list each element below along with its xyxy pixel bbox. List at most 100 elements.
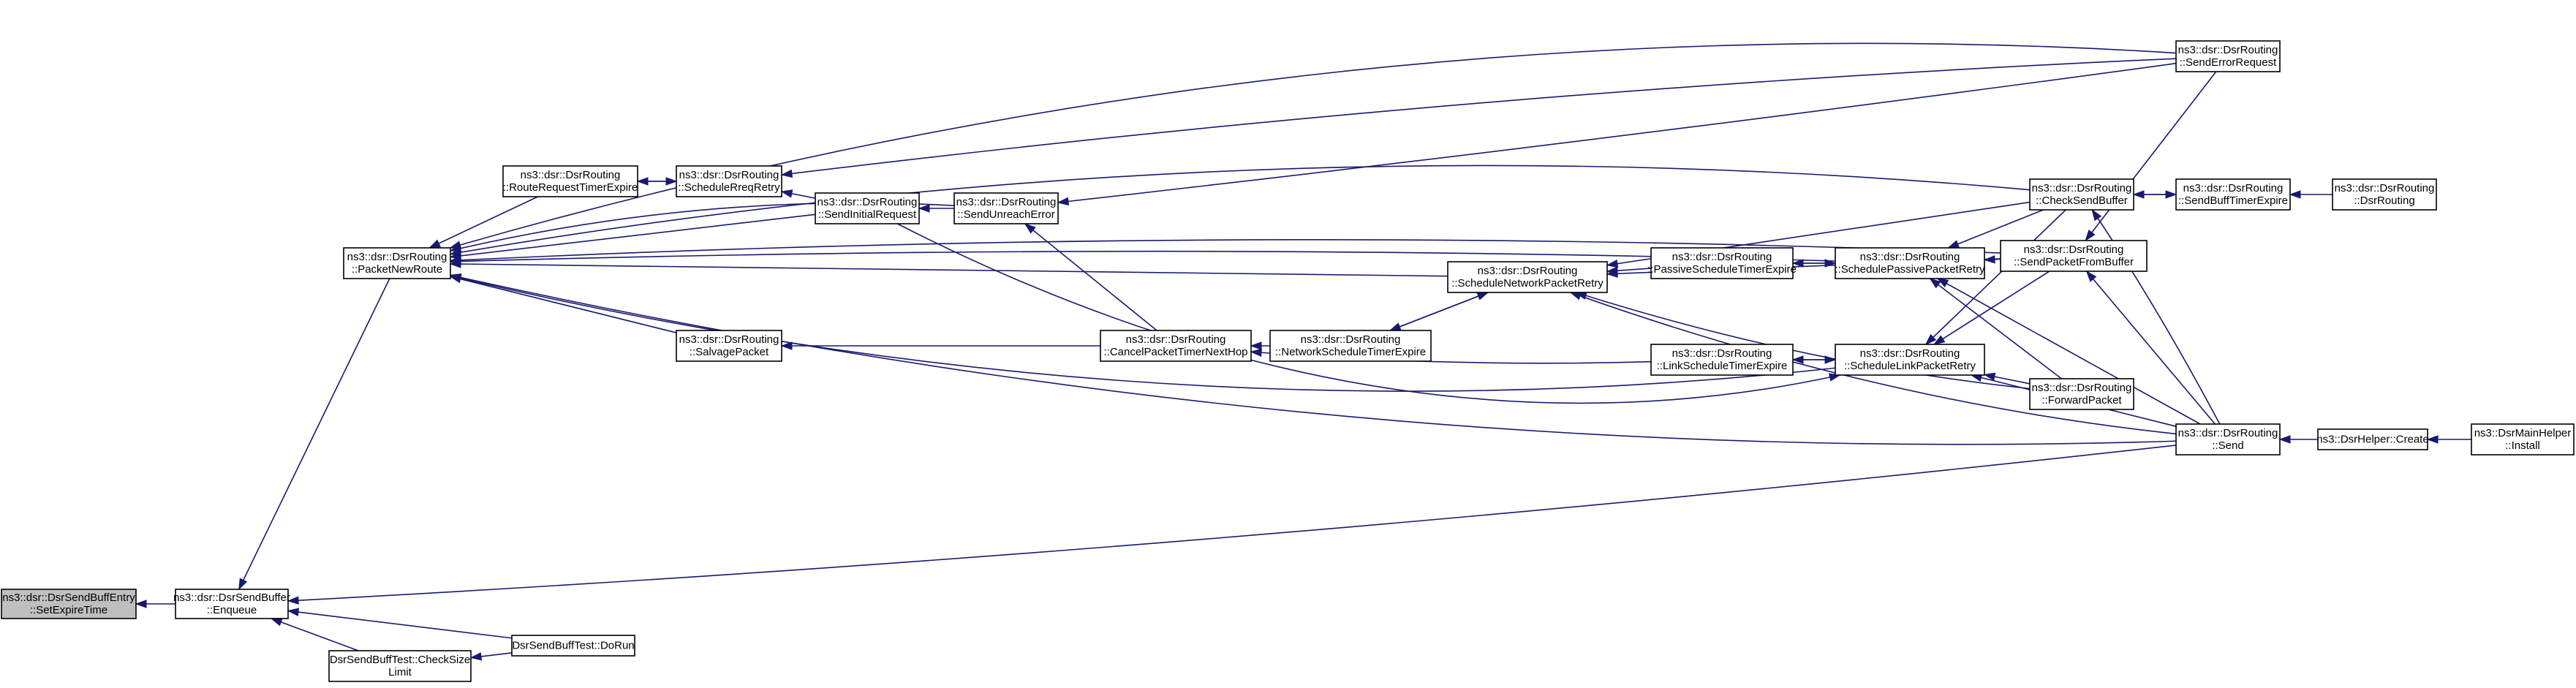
graph-node-sendbufftimer[interactable]: ns3::dsr::DsrRouting::SendBuffTimerExpir… [2175, 178, 2291, 211]
graph-node-schedulenetworkretry[interactable]: ns3::dsr::DsrRouting::ScheduleNetworkPac… [1447, 261, 1608, 293]
node-box[interactable] [1650, 247, 1794, 279]
node-box[interactable] [2175, 423, 2281, 455]
edge-line [450, 213, 816, 258]
graph-node-dsrrouting[interactable]: ns3::dsr::DsrRouting::DsrRouting [2332, 178, 2437, 211]
edge-line [287, 610, 513, 639]
graph-node-networkschedule[interactable]: ns3::dsr::DsrRouting::NetworkScheduleTim… [1269, 330, 1432, 362]
node-label: ns3::dsr::DsrRouting [2032, 182, 2132, 194]
node-label: ::NetworkScheduleTimerExpire [1275, 346, 1426, 358]
node-box[interactable] [2332, 178, 2437, 211]
call-edge-routerequesttimer-to-packetnewroute [428, 196, 538, 249]
graph-node-forwardpacket[interactable]: ns3::dsr::DsrRouting::ForwardPacket [2029, 378, 2134, 410]
graph-node-routerequesttimer[interactable]: ns3::dsr::DsrRouting::RouteRequestTimerE… [502, 165, 638, 197]
graph-node-passiveschedule[interactable]: ns3::dsr::DsrRouting::PassiveScheduleTim… [1647, 247, 1797, 279]
node-label: ns3::dsr::DsrRouting [2335, 182, 2435, 194]
node-label: ns3::dsr::DsrRouting [2024, 243, 2124, 256]
arrowhead-icon [1024, 223, 1036, 234]
graph-node-cancelpackettimer[interactable]: ns3::dsr::DsrRouting::CancelPacketTimerN… [1100, 330, 1252, 362]
arrowhead-icon [780, 169, 793, 178]
node-box[interactable] [1835, 344, 1985, 376]
arrowhead-icon [780, 341, 793, 350]
node-box[interactable] [676, 330, 782, 362]
graph-node-sendinitialrequest[interactable]: ns3::dsr::DsrRouting::SendInitialRequest [815, 192, 920, 224]
arrowhead-icon [135, 600, 147, 608]
edge-line [450, 239, 2001, 262]
arrowhead-icon [1947, 240, 1960, 249]
graph-node-sendunreacherror[interactable]: ns3::dsr::DsrRouting::SendUnreachError [953, 192, 1059, 224]
call-edge-sendpacketfrombuffer-to-schedulelink [1933, 271, 2050, 345]
call-edge-helpercreate-to-send [2278, 435, 2318, 444]
node-box[interactable] [2317, 428, 2428, 450]
call-edge-dorun-to-checksize [469, 652, 513, 661]
node-box[interactable] [953, 192, 1059, 224]
node-box[interactable] [175, 589, 289, 619]
call-edge-checksize-to-enqueue [270, 618, 359, 651]
arrowhead-icon [1983, 255, 1995, 264]
node-box[interactable] [815, 192, 920, 224]
root-node-box[interactable] [1, 589, 137, 619]
node-box[interactable] [2029, 378, 2134, 410]
node-label: ns3::dsr::DsrRouting [2032, 382, 2132, 394]
graph-node-setexpire[interactable]: ns3::dsr::DsrSendBuffEntry::SetExpireTim… [1, 589, 137, 619]
node-box[interactable] [2000, 240, 2148, 272]
node-label: ns3::DsrHelper::Create [2316, 434, 2428, 446]
node-label: ::SendInitialRequest [818, 208, 917, 221]
node-label: ns3::dsr::DsrRouting [1126, 333, 1226, 346]
graph-node-enqueue[interactable]: ns3::dsr::DsrSendBuffer::Enqueue [173, 589, 290, 619]
call-edge-networkschedule-to-cancelpackettimer [1250, 341, 1270, 350]
graph-node-checksendbuffer[interactable]: ns3::dsr::DsrRouting::CheckSendBuffer [2029, 178, 2134, 211]
node-box[interactable] [328, 650, 472, 682]
call-edge-senderrorrequest-to-sendpacketfrombuffer [2085, 71, 2217, 242]
graph-node-packetnewroute[interactable]: ns3::dsr::DsrRouting::PacketNewRoute [343, 247, 451, 279]
node-box[interactable] [343, 247, 451, 279]
call-edge-schedulenetworkretry-to-packetnewroute [449, 260, 1448, 277]
graph-node-senderrorrequest[interactable]: ns3::dsr::DsrRouting::SendErrorRequest [2175, 40, 2281, 72]
node-box[interactable] [2175, 178, 2291, 211]
graph-node-dorun[interactable]: DsrSendBuffTest::DoRun [511, 635, 635, 657]
graph-node-salvagepacket[interactable]: ns3::dsr::DsrRouting::SalvagePacket [676, 330, 782, 362]
arrowhead-icon [1925, 333, 1937, 346]
node-box[interactable] [1269, 330, 1432, 362]
call-edge-dsrrouting-to-sendbufftimer [2289, 190, 2333, 199]
arrowhead-icon [287, 608, 300, 616]
arrowhead-icon [1606, 259, 1619, 268]
node-box[interactable] [1447, 261, 1608, 293]
graph-node-schedulepassive[interactable]: ns3::dsr::DsrRouting::SchedulePassivePac… [1835, 247, 1985, 279]
node-box[interactable] [2471, 423, 2575, 455]
node-box[interactable] [1100, 330, 1252, 362]
graph-node-schedulerreqretry[interactable]: ns3::dsr::DsrRouting::ScheduleRreqRetry [676, 165, 782, 197]
arrowhead-icon [1250, 348, 1262, 357]
node-box[interactable] [1835, 247, 1985, 279]
call-edge-networkschedule-to-schedulenetworkretry [1389, 292, 1489, 331]
call-edge-enqueue-to-setexpire [135, 600, 175, 608]
graph-node-schedulelink[interactable]: ns3::dsr::DsrRouting::ScheduleLinkPacket… [1835, 344, 1985, 376]
call-edge-checksendbuffer-to-schedulelink [1925, 209, 2066, 346]
node-label: ns3::DsrMainHelper [2474, 427, 2572, 439]
graph-node-send[interactable]: ns3::dsr::DsrRouting::Send [2175, 423, 2281, 455]
node-label: ::RouteRequestTimerExpire [503, 181, 638, 194]
node-label: ns3::dsr::DsrRouting [817, 196, 918, 208]
arrowhead-icon [428, 239, 441, 249]
call-edge-cancelpackettimer-to-salvagepacket [780, 341, 1100, 350]
node-box[interactable] [511, 635, 635, 657]
arrowhead-icon [1250, 341, 1262, 350]
arrowhead-icon [2085, 230, 2096, 242]
node-box[interactable] [502, 165, 638, 197]
call-edge-forwardpacket-to-schedulelink [1983, 372, 2031, 385]
node-label: ::SendPacketFromBuffer [2014, 256, 2134, 268]
node-box[interactable] [676, 165, 782, 197]
graph-node-helpercreate[interactable]: ns3::DsrHelper::Create [2316, 428, 2429, 450]
node-label: ns3::dsr::DsrRouting [347, 251, 447, 263]
node-label: ::SchedulePassivePacketRetry [1835, 263, 1985, 276]
node-box[interactable] [2175, 40, 2281, 72]
node-box[interactable] [1650, 344, 1794, 376]
graph-node-linkschedule[interactable]: ns3::dsr::DsrRouting::LinkScheduleTimerE… [1650, 344, 1794, 376]
graph-node-sendpacketfrombuffer[interactable]: ns3::dsr::DsrRouting::SendPacketFromBuff… [2000, 240, 2148, 272]
call-edge-senderrorrequest-to-packetnewroute [449, 42, 2177, 249]
node-box[interactable] [2029, 178, 2134, 211]
arrowhead-icon [449, 248, 462, 257]
graph-node-mainhelperinstall[interactable]: ns3::DsrMainHelper::Install [2471, 423, 2575, 455]
call-edge-sendinitialrequest-to-schedulerreqretry [780, 189, 816, 199]
arrowhead-icon [1476, 292, 1489, 300]
